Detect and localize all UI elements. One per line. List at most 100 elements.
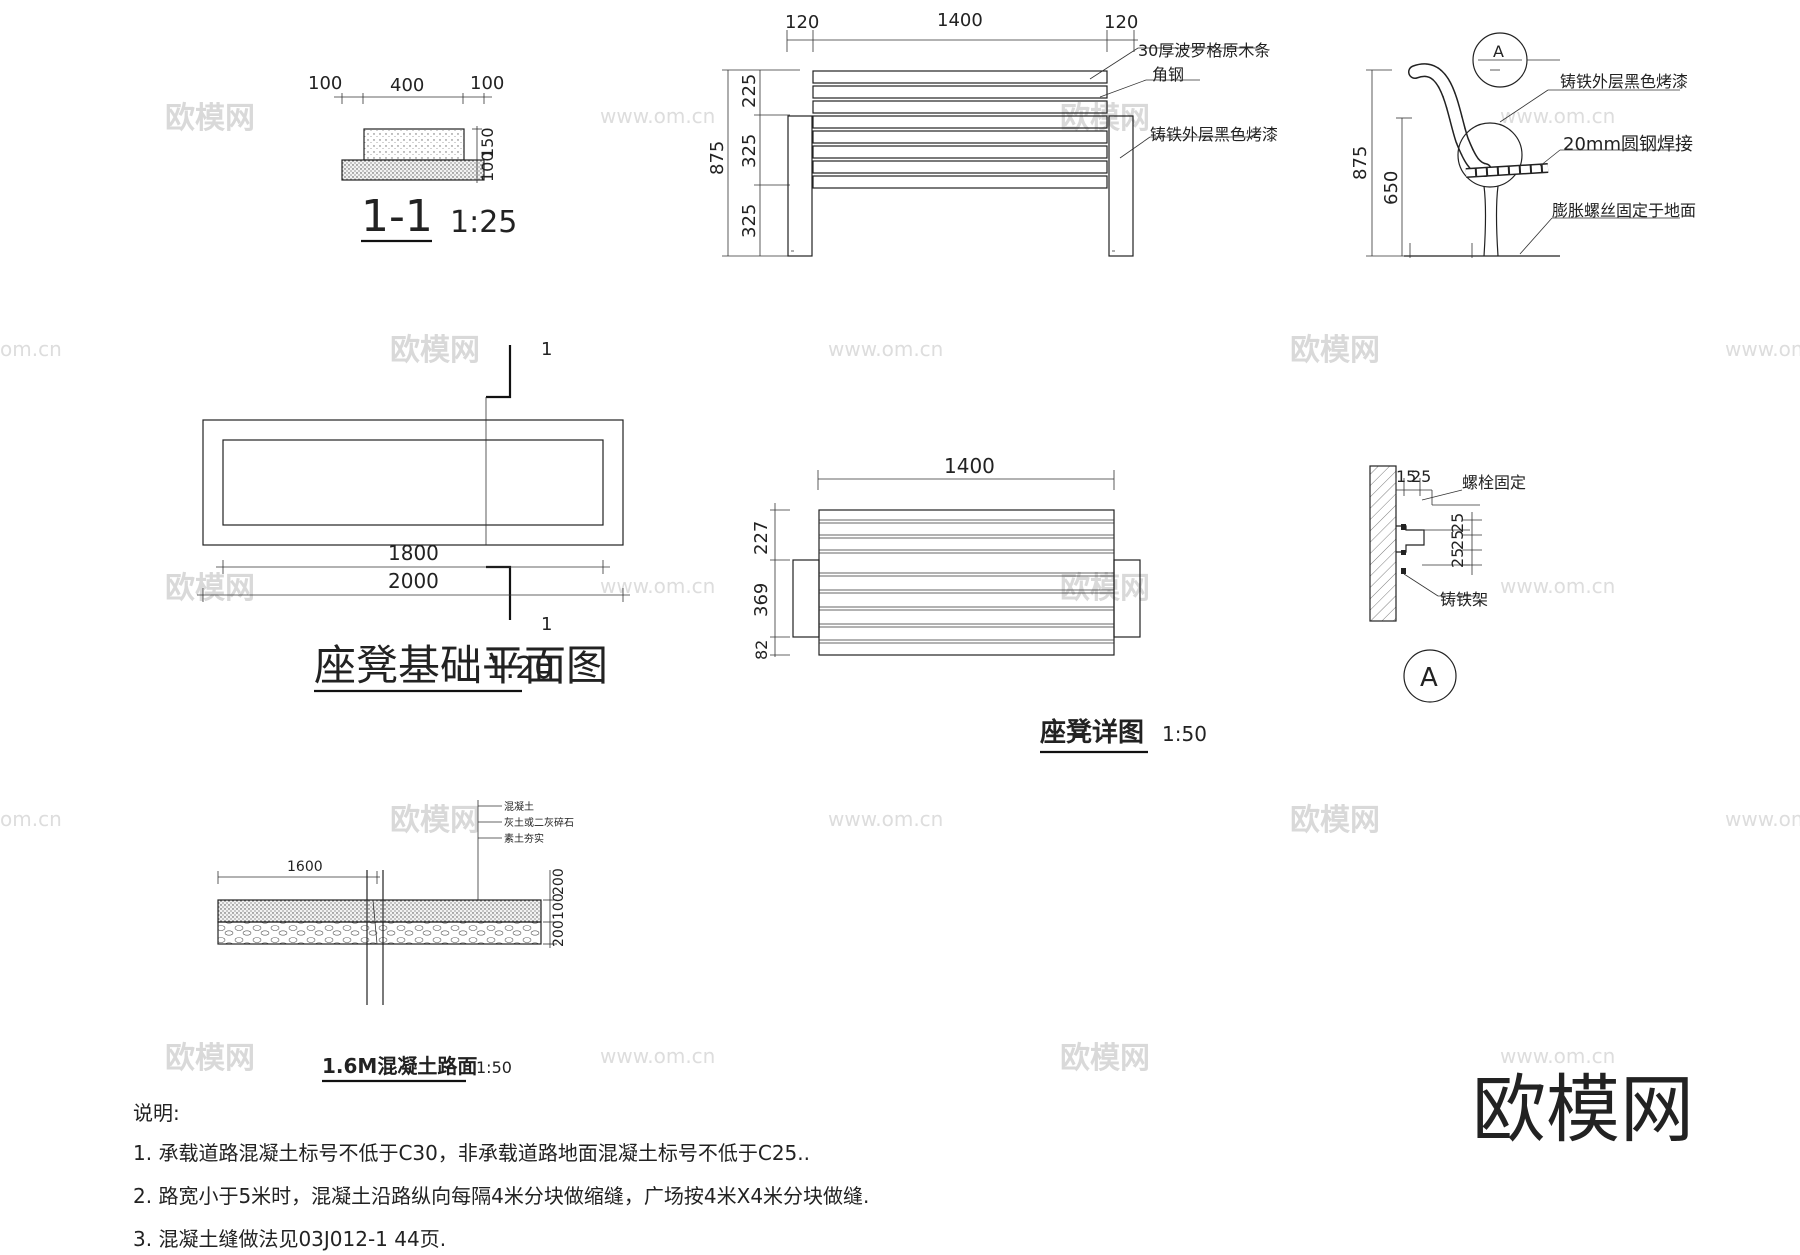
note-item: 3. 混凝土缝做法见03J012-1 44页.: [133, 1227, 446, 1251]
bench-slats: [812, 70, 1108, 189]
dim-label: 400: [390, 75, 424, 96]
watermark-url: www.om.cn: [1500, 104, 1615, 128]
watermark-brand: 欧模网: [1060, 1041, 1150, 1076]
detail-a-letter: A: [1420, 663, 1438, 693]
callout-letter: A: [1493, 42, 1504, 61]
bench-detail-title-text: 座凳详图: [1040, 717, 1144, 748]
dim-label: 200: [551, 920, 567, 947]
dim-label: 82: [752, 640, 771, 660]
plan-title: 座凳基础平面图: [314, 641, 608, 690]
dim-label: 150: [478, 127, 497, 158]
detail-a-marker: [1403, 649, 1457, 703]
annotation-label: 铸铁外层黑色烤漆: [1150, 125, 1278, 144]
note-item: 2. 路宽小于5米时，混凝土沿路纵向每隔4米分块做缩缝，广场按4米X4米分块做缝…: [133, 1184, 869, 1208]
watermark-brand: 欧模网: [165, 571, 255, 606]
pavement-base-layer: [217, 921, 542, 945]
watermark-brand: 欧模网: [165, 1041, 255, 1076]
dim-label: 2000: [388, 569, 439, 593]
watermark-brand: 欧模网: [165, 101, 255, 136]
annotation-label: 铸铁外层黑色烤漆: [1560, 72, 1688, 91]
dim-label: 25: [1448, 548, 1467, 568]
section-title: 1-1: [361, 191, 433, 242]
annotation-label: 混凝土: [504, 800, 534, 813]
watermark-url: om.cn: [0, 337, 62, 361]
dim-label: 1600: [287, 859, 323, 875]
foundation-block: [363, 128, 465, 161]
watermark-url: www.om.cn: [1500, 1044, 1615, 1068]
watermark-url: om.cn: [0, 807, 62, 831]
bench-leg-right: [1108, 115, 1134, 257]
watermark-url: www.om.cn: [1725, 337, 1800, 361]
dim-label: 25: [1411, 467, 1431, 486]
dim-label: 1400: [944, 454, 995, 478]
notes-heading: 说明:: [133, 1101, 180, 1125]
pavement-section: 1600 混凝土 灰土或二灰碎石 素土夯实 200 100 200 1.6M混凝…: [217, 800, 574, 1083]
foundation-plan: 1 1 1800 2000 座凳基础平面图 1:20: [197, 339, 630, 693]
bench-detail-scale: 1:50: [1162, 722, 1207, 746]
cut-label: 1: [541, 339, 552, 360]
dim-label: 1400: [937, 10, 983, 31]
watermark-brand: 欧模网: [1290, 803, 1380, 838]
annotation-label: 20mm圆钢焊接: [1563, 134, 1693, 155]
dim-label: 875: [1350, 146, 1371, 180]
dim-label: 100: [551, 893, 567, 920]
dim-label: 100: [308, 73, 342, 94]
seat-plan-view: 1400 227 369 82: [751, 454, 1141, 660]
watermark-brand: 欧模网: [1060, 571, 1150, 606]
dim-label: 15: [1396, 467, 1416, 486]
watermark-url: www.om.cn: [828, 807, 943, 831]
pavement-concrete-layer: [217, 899, 542, 923]
bench-side-view: 875 650 A 铸铁外层黑色烤漆 20mm圆钢焊接 膨胀螺丝固定于地面: [1350, 32, 1696, 258]
section-1-1: 100 400 100 150 100 1-1 1:25: [308, 73, 517, 243]
dim-label: 100: [470, 73, 504, 94]
section-scale: 1:25: [450, 205, 517, 240]
watermark-url: www.om.cn: [600, 574, 715, 598]
annotation-label: 素土夯实: [504, 832, 544, 845]
dim-label: 1800: [388, 541, 439, 565]
foundation-base-layer: [341, 159, 485, 181]
cast-iron-ring: [1457, 122, 1523, 188]
dim-label: 120: [785, 12, 819, 33]
watermark-brand: 欧模网: [390, 333, 480, 368]
dim-label: 225: [739, 74, 760, 108]
watermark-brand: 欧模网: [390, 803, 480, 838]
watermark-url: www.om.cn: [600, 1044, 715, 1068]
watermark-layer: 欧模网 www.om.cn 欧模网 www.om.cn om.cn 欧模网 ww…: [0, 101, 1800, 1076]
notes: 说明: 1. 承载道路混凝土标号不低于C30，非承载道路地面混凝土标号不低于C2…: [133, 1101, 869, 1251]
dim-label: 120: [1104, 12, 1138, 33]
watermark-url: www.om.cn: [1500, 574, 1615, 598]
annotation-label: 角钢: [1152, 65, 1184, 84]
annotation-label: 灰土或二灰碎石: [504, 816, 574, 829]
dim-label: 200: [551, 868, 567, 895]
detail-a-wall: [1369, 465, 1397, 622]
bench-leg-left: [787, 115, 813, 257]
watermark-brand: 欧模网: [1060, 101, 1150, 136]
cut-label: 1: [541, 614, 552, 635]
dim-label: 875: [707, 141, 728, 175]
dim-label: 369: [751, 583, 772, 617]
note-item: 1. 承载道路混凝土标号不低于C30，非承载道路地面混凝土标号不低于C25..: [133, 1141, 810, 1165]
watermark-url: www.om.cn: [600, 104, 715, 128]
dim-label: 25: [1448, 513, 1467, 533]
annotation-label: 30厚波罗格原木条: [1138, 41, 1270, 60]
plan-overlap-scale: 1:20: [486, 651, 553, 686]
bench-detail-title: 座凳详图 1:50: [1040, 717, 1207, 754]
dim-label: 100: [478, 151, 497, 182]
plan-outer-outline: [202, 419, 624, 546]
detail-a: 15 25 螺栓固定 25 25 25 铸铁架 A: [1369, 465, 1526, 703]
dim-label: 25: [1448, 530, 1467, 550]
pavement-title: 1.6M混凝土路面: [322, 1054, 477, 1078]
dim-label: 650: [1381, 171, 1402, 205]
bench-elevation: 120 1400 120 875 225 325 325 30厚波罗格原木条 角…: [707, 10, 1278, 257]
dim-label: 227: [751, 521, 772, 555]
pavement-scale: 1:50: [476, 1058, 512, 1077]
dim-label: 325: [739, 204, 760, 238]
annotation-label: 铸铁架: [1440, 590, 1488, 609]
brand-logo-text: 欧模网: [1472, 1067, 1694, 1153]
watermark-url: www.om.cn: [1725, 807, 1800, 831]
dim-label: 325: [739, 134, 760, 168]
plan-inner-outline: [222, 439, 604, 526]
annotation-label: 螺栓固定: [1462, 473, 1526, 492]
seat-slats: [818, 509, 1115, 656]
